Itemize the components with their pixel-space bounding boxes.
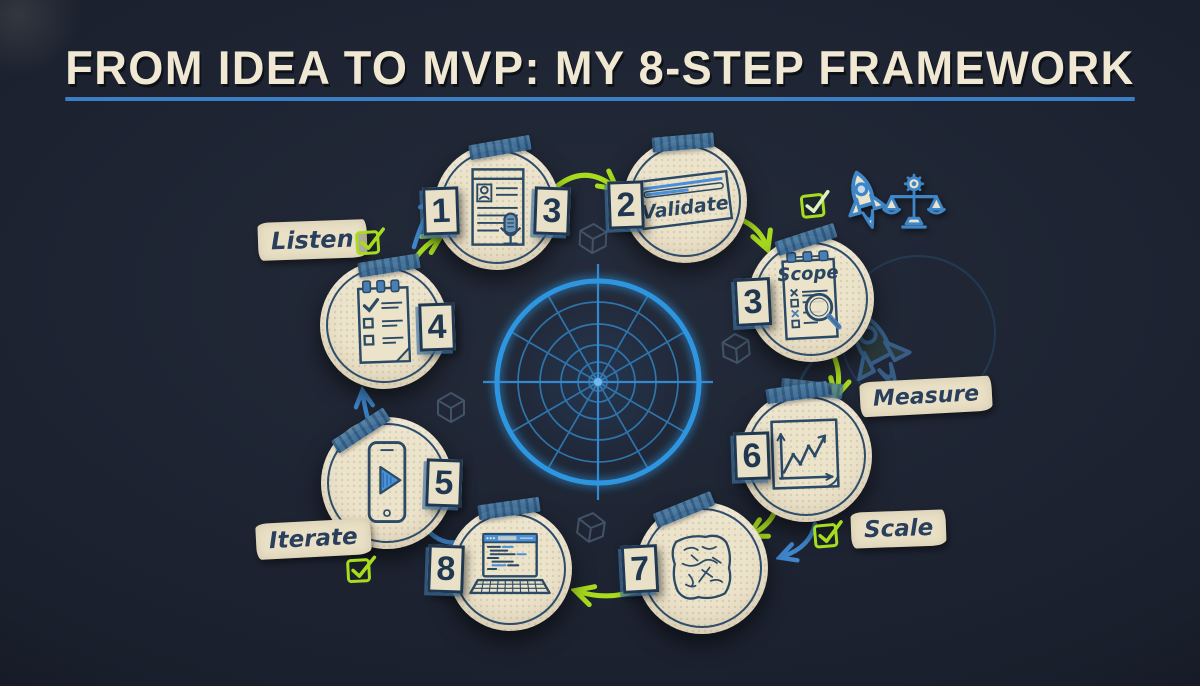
cube-icon [721,333,751,364]
growth-chart-icon [770,418,840,490]
interview-document-mic-icon [471,168,525,246]
arrow-step7-entry-blue [784,521,818,556]
checkbox-checked-icon [799,189,830,219]
header: FROM IDEA TO MVP: MY 8-STEP FRAMEWORK [0,44,1200,101]
step-node-build [448,507,572,631]
step-badge-7: 7 [620,544,660,594]
scope-note-title: Scope [777,261,840,286]
scales-gear-sticker-icon [882,173,946,229]
checklist-note-icon [356,279,412,364]
step-badge-8: 8 [427,544,465,594]
step-badge-3-duplicate: 3 [533,186,571,236]
page-title: FROM IDEA TO MVP: MY 8-STEP FRAMEWORK [65,44,1135,101]
laptop-code-icon [469,532,551,595]
cube-icon [578,223,608,254]
step-badge-5: 5 [425,458,463,508]
arrow-step2-to-step3 [741,218,766,245]
label-listen: Listen [257,219,368,261]
rocket-sticker-icon [848,170,887,229]
step-badge-3: 3 [733,277,773,327]
label-measure: Measure [859,375,994,418]
validate-card-label: Validate [640,192,730,225]
checkbox-checked-icon [813,520,843,549]
arrow-step1-to-step2 [553,175,613,187]
crumpled-paper-icon [671,534,732,600]
cube-icon [576,512,606,543]
step-badge-2: 2 [607,180,645,230]
step-badge-4: 4 [418,302,456,352]
cube-icon [437,392,465,423]
checkbox-checked-icon [355,227,385,256]
step-badge-6: 6 [733,431,771,481]
checkbox-checked-icon [346,555,377,584]
radar-grid [483,264,713,500]
step-badge-1: 1 [422,186,460,236]
label-scale: Scale [850,509,947,549]
